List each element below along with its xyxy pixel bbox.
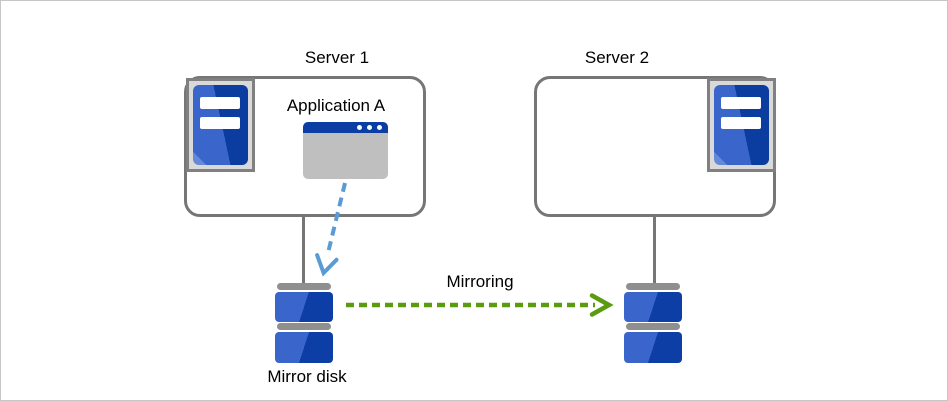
server2-title: Server 2 [584, 48, 650, 67]
server-drive-slot [200, 117, 240, 129]
server-drive-slot [200, 97, 240, 109]
mirror-disk-label: Mirror disk [267, 367, 347, 386]
disk-body [624, 292, 682, 322]
window-dot-icon [357, 125, 362, 130]
server-drive-slot [721, 117, 761, 129]
disk-body [275, 292, 333, 322]
disk-platter [626, 283, 680, 290]
mirroring-label: Mirroring [446, 272, 514, 291]
mirror-disk-icon-right [624, 283, 682, 363]
disk-body [624, 332, 682, 363]
server1-server-icon [186, 78, 255, 172]
server-tower-icon [714, 85, 769, 165]
disk-platter [626, 323, 680, 330]
server-tower-icon [193, 85, 248, 165]
window-titlebar [303, 122, 388, 133]
server1-title: Server 1 [304, 48, 370, 67]
disk-body [275, 332, 333, 363]
application-a-label: Application A [286, 96, 386, 115]
server-drive-slot [721, 97, 761, 109]
mirror-disk-icon-left [275, 283, 333, 363]
server1-disk-connector [302, 216, 305, 284]
application-window-icon [303, 122, 388, 179]
window-dot-icon [367, 125, 372, 130]
mirroring-arrow [346, 293, 614, 317]
server2-disk-connector [653, 216, 656, 284]
disk-platter [277, 283, 331, 290]
disk-platter [277, 323, 331, 330]
window-dot-icon [377, 125, 382, 130]
server2-server-icon [707, 78, 776, 172]
